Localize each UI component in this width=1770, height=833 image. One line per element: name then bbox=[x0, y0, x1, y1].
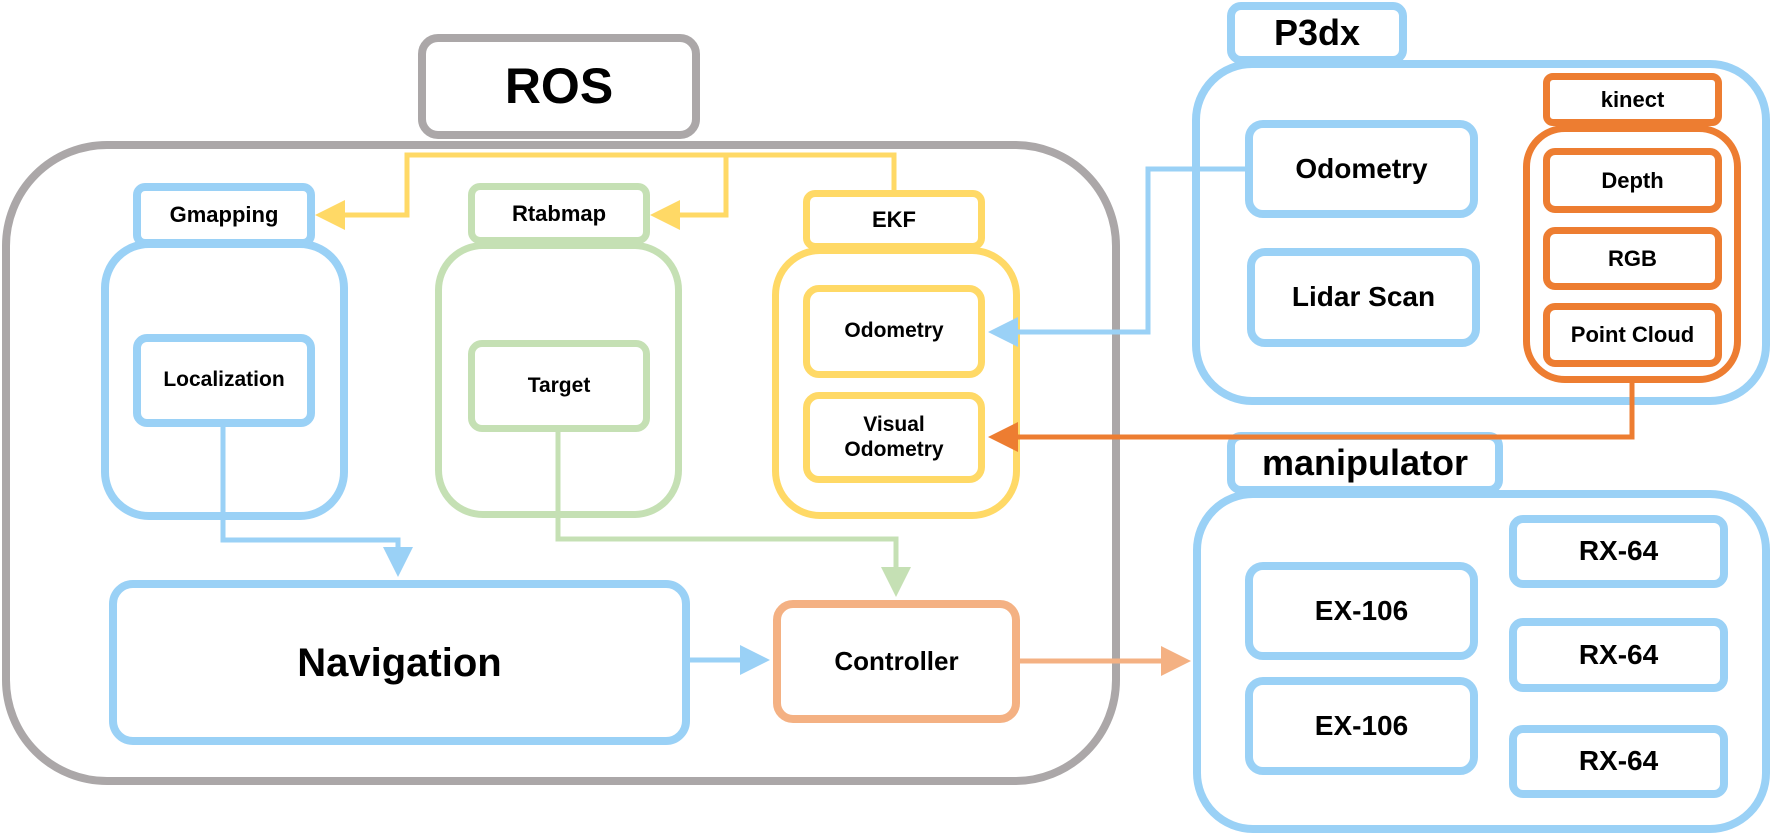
rx-64-label: RX-64 bbox=[1578, 535, 1659, 567]
p3dx-odometry-node: Odometry bbox=[1245, 120, 1478, 218]
p3dx-title-box: P3dx bbox=[1227, 2, 1407, 64]
ekf-label: EKF bbox=[872, 207, 916, 233]
target-node: Target bbox=[468, 340, 650, 432]
ekf-odometry-label: Odometry bbox=[844, 319, 944, 343]
kinect-node: kinect bbox=[1543, 73, 1722, 126]
p3dx-odometry-label: Odometry bbox=[1295, 152, 1428, 184]
point-cloud-node: Point Cloud bbox=[1543, 303, 1722, 367]
localization-label: Localization bbox=[163, 368, 285, 392]
localization-node: Localization bbox=[133, 334, 315, 427]
rgb-label: RGB bbox=[1608, 245, 1657, 271]
manipulator-title: manipulator bbox=[1261, 442, 1468, 484]
manipulator-title-box: manipulator bbox=[1227, 432, 1503, 494]
rgb-node: RGB bbox=[1543, 227, 1722, 290]
ex-106-label: EX-106 bbox=[1314, 709, 1409, 741]
point-cloud-label: Point Cloud bbox=[1570, 322, 1695, 348]
lidar-scan-node: Lidar Scan bbox=[1247, 248, 1480, 347]
kinect-label: kinect bbox=[1600, 86, 1665, 112]
ex-106-label: EX-106 bbox=[1314, 594, 1409, 626]
kinect-body bbox=[1523, 125, 1741, 383]
ros-title-box: ROS bbox=[418, 34, 700, 139]
visual-odometry-label: Visual Odometry bbox=[844, 413, 944, 461]
ekf-node: EKF bbox=[803, 190, 985, 250]
manipulator-container bbox=[1193, 490, 1770, 833]
visual-odometry-node: Visual Odometry bbox=[803, 392, 985, 483]
p3dx-title: P3dx bbox=[1273, 12, 1361, 54]
controller-label: Controller bbox=[834, 645, 959, 676]
ros-title: ROS bbox=[504, 57, 614, 114]
rtabmap-node: Rtabmap bbox=[468, 183, 650, 244]
ex-106-node: EX-106 bbox=[1245, 562, 1478, 660]
depth-label: Depth bbox=[1601, 167, 1664, 193]
depth-node: Depth bbox=[1543, 148, 1722, 213]
rx-64-node: RX-64 bbox=[1509, 725, 1728, 798]
rx-64-label: RX-64 bbox=[1578, 638, 1659, 670]
gmapping-node: Gmapping bbox=[133, 183, 315, 247]
rtabmap-label: Rtabmap bbox=[511, 200, 607, 226]
gmapping-label: Gmapping bbox=[169, 202, 279, 228]
ros-container bbox=[2, 141, 1120, 785]
rx-64-label: RX-64 bbox=[1578, 745, 1659, 777]
rx-64-node: RX-64 bbox=[1509, 618, 1728, 692]
controller-node: Controller bbox=[773, 600, 1020, 723]
navigation-node: Navigation bbox=[109, 580, 690, 745]
rx-64-node: RX-64 bbox=[1509, 515, 1728, 588]
navigation-label: Navigation bbox=[297, 640, 502, 685]
lidar-scan-label: Lidar Scan bbox=[1291, 281, 1436, 313]
ex-106-node: EX-106 bbox=[1245, 677, 1478, 775]
ekf-odometry-node: Odometry bbox=[803, 285, 985, 378]
target-label: Target bbox=[527, 373, 591, 397]
